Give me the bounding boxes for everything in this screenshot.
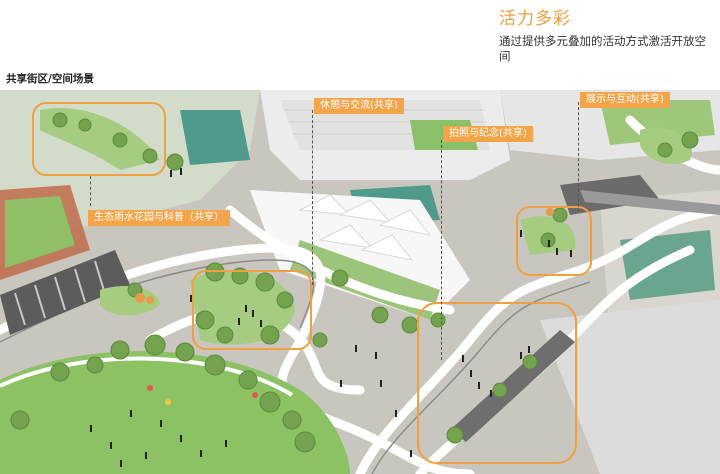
highlight-photo-area [417, 302, 577, 464]
section-label: 共享街区/空间场景 [6, 73, 94, 85]
highlight-eco-garden [32, 102, 166, 176]
leader-rest [312, 110, 313, 285]
callout-show: 展示与互动(共享) [580, 92, 670, 108]
callout-eco: 生态雨水花园与科普（共享） [88, 210, 230, 226]
leader-photo [441, 140, 442, 360]
highlight-show-area [516, 206, 592, 276]
aerial-illustration [0, 90, 720, 474]
header-subtitle: 通过提供多元叠加的活动方式激活开放空间 [499, 34, 706, 63]
leader-show [578, 102, 579, 212]
leader-eco [90, 176, 91, 206]
callout-rest: 休憩与交流(共享) [314, 98, 404, 114]
highlight-rest-area [192, 270, 312, 350]
callout-photo: 拍照与纪念(共享) [443, 126, 533, 142]
header-title: 活力多彩 [499, 9, 571, 29]
aerial-scene: 休憩与交流(共享) 拍照与纪念(共享) 展示与互动(共享) 生态雨水花园与科普（… [0, 90, 720, 474]
